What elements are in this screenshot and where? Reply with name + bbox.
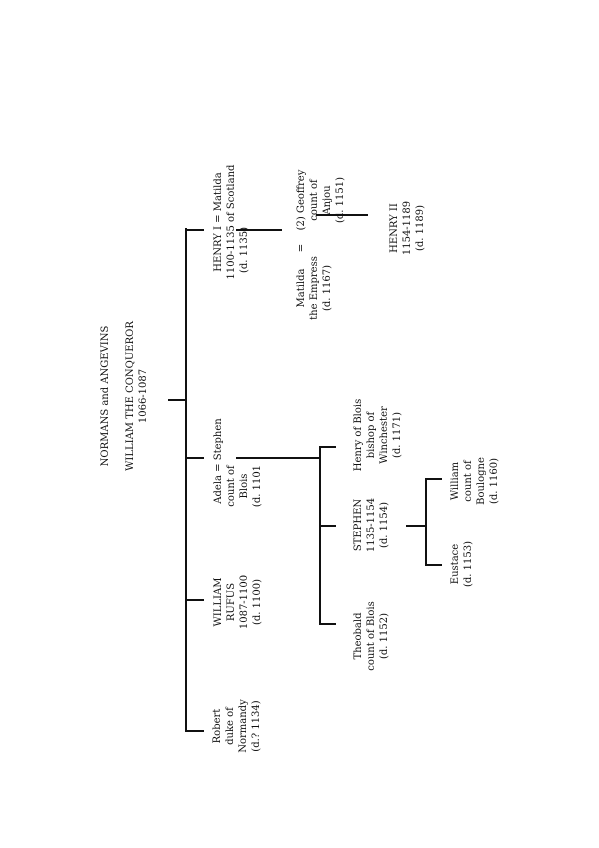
svg-text:(d. 1152): (d. 1152)	[379, 613, 390, 659]
svg-text:Anjou: Anjou	[322, 185, 333, 216]
svg-text:1087-1100: 1087-1100	[239, 575, 250, 629]
svg-text:count of Blois: count of Blois	[366, 601, 377, 671]
person-theobald: Theobald count of Blois (d. 1152)	[353, 601, 390, 671]
person-eustace: Eustace (d. 1153)	[450, 541, 474, 587]
svg-text:the Empress: the Empress	[309, 256, 320, 320]
diagram-heading: NORMANS and ANGEVINS	[100, 325, 111, 466]
root-name: WILLIAM THE CONQUEROR	[125, 321, 136, 471]
person-robert: Robert duke of Normandy (d.? 1134)	[212, 699, 262, 753]
svg-text:(d. 1167): (d. 1167)	[322, 265, 333, 311]
svg-text:(d.? 1134): (d.? 1134)	[251, 700, 262, 751]
svg-text:Theobald: Theobald	[353, 612, 364, 660]
svg-text:1154-1189: 1154-1189	[402, 201, 413, 255]
svg-text:Robert: Robert	[212, 709, 223, 744]
svg-text:HENRY II: HENRY II	[389, 203, 400, 253]
person-matilda-empress: Matilda the Empress (d. 1167)	[296, 256, 333, 320]
marriage-sign: =	[296, 244, 307, 252]
svg-text:(d. 1153): (d. 1153)	[463, 541, 474, 587]
svg-text:Matilda: Matilda	[296, 268, 307, 307]
svg-text:William: William	[450, 461, 461, 500]
svg-text:WILLIAM: WILLIAM	[213, 578, 224, 627]
root-reign: 1066-1087	[138, 369, 149, 423]
svg-text:Adela = Stephen: Adela = Stephen	[213, 418, 224, 505]
svg-text:count of: count of	[226, 464, 237, 507]
svg-text:(d. 1135): (d. 1135)	[239, 227, 250, 273]
svg-text:count of: count of	[309, 178, 320, 221]
person-henry-i: HENRY I = Matilda 1100-1135 of Scotland …	[213, 164, 250, 279]
svg-text:(d. 1101: (d. 1101	[252, 465, 263, 507]
svg-text:Boulogne: Boulogne	[476, 457, 487, 505]
person-geoffrey: (2) Geoffrey count of Anjou (d. 1151)	[296, 169, 346, 230]
rotated-label-layer: NORMANS and ANGEVINS WILLIAM THE CONQUER…	[100, 164, 500, 753]
svg-text:Eustace: Eustace	[450, 544, 461, 584]
svg-text:RUFUS: RUFUS	[226, 583, 237, 621]
connector-lines	[168, 214, 442, 732]
svg-text:count of: count of	[463, 459, 474, 502]
person-henry-ii: HENRY II 1154-1189 (d. 1189)	[389, 201, 426, 255]
person-william-boulogne: William count of Boulogne (d. 1160)	[450, 457, 500, 505]
person-henry-of-blois: Henry of Blois bishop of Winchester (d. …	[353, 399, 403, 472]
person-stephen: STEPHEN 1135-1154 (d. 1154)	[353, 498, 390, 552]
svg-text:(2) Geoffrey: (2) Geoffrey	[296, 169, 307, 230]
person-adela-stephen: Adela = Stephen count of Blois (d. 1101	[213, 418, 263, 507]
svg-text:Blois: Blois	[239, 474, 250, 499]
svg-text:Henry of Blois: Henry of Blois	[353, 399, 364, 472]
svg-text:(d. 1154): (d. 1154)	[379, 502, 390, 548]
svg-text:(d. 1151): (d. 1151)	[335, 177, 346, 223]
svg-text:Normandy: Normandy	[238, 699, 249, 753]
person-william-rufus: WILLIAM RUFUS 1087-1100 (d. 1100)	[213, 575, 263, 629]
svg-text:1135-1154: 1135-1154	[366, 498, 377, 552]
svg-text:(d. 1160): (d. 1160)	[489, 458, 500, 504]
svg-text:HENRY I = Matilda: HENRY I = Matilda	[213, 172, 224, 271]
svg-text:1100-1135 of Scotland: 1100-1135 of Scotland	[226, 164, 237, 279]
svg-text:Winchester: Winchester	[379, 406, 390, 464]
svg-text:STEPHEN: STEPHEN	[353, 499, 364, 552]
svg-text:bishop of: bishop of	[366, 410, 377, 458]
svg-text:duke of: duke of	[225, 706, 236, 745]
svg-text:(d. 1100): (d. 1100)	[252, 579, 263, 625]
svg-text:(d. 1189): (d. 1189)	[415, 205, 426, 251]
svg-text:(d. 1171): (d. 1171)	[392, 412, 403, 458]
